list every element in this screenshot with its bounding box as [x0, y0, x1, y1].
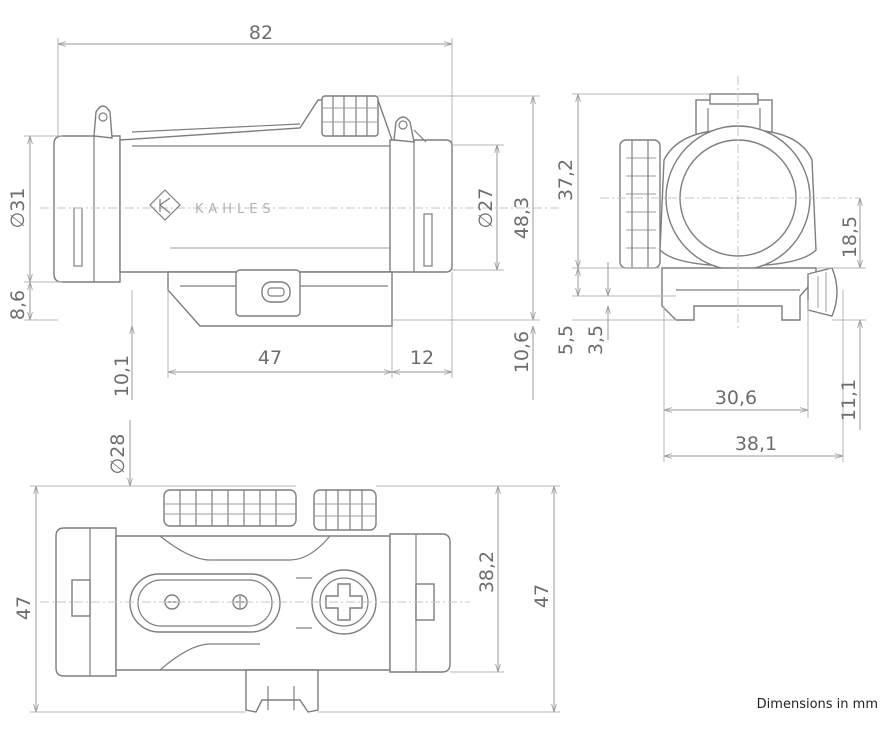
dim-eyepiece-diameter: ∅31: [7, 188, 29, 229]
front-view: 37,2 18,5 5,5 3,5 30,6 38,1 11,1: [555, 76, 866, 462]
dim-top-width-inner: 38,2: [476, 551, 498, 593]
dim-axis-height: 18,5: [839, 216, 861, 258]
dim-total-height-side: 48,3: [511, 197, 533, 239]
dim-top-width-left: 47: [13, 596, 35, 620]
dim-turret-diameter: ∅28: [107, 434, 129, 475]
eyepiece-latch: [93, 105, 113, 139]
units-note: Dimensions in mm: [756, 697, 878, 712]
elevation-turret: [321, 95, 379, 137]
eyepiece-cap: [53, 135, 121, 283]
dim-total-width: 38,1: [735, 433, 777, 455]
dim-mount-width: 30,6: [715, 387, 757, 409]
dim-mount-offset: 10,1: [111, 355, 133, 397]
phillips-icon: [325, 583, 363, 621]
scope-body: [119, 99, 393, 273]
dim-offset-left: 8,6: [7, 290, 29, 320]
dim-mount-length: 47: [258, 347, 282, 369]
top-view: ∅28 47 38,2 47: [13, 420, 560, 713]
objective-cap: [389, 139, 453, 273]
top-mount-lever: [245, 669, 319, 713]
side-view: 82 KAH: [7, 22, 560, 400]
dim-overall-length: 82: [249, 22, 273, 44]
dim-rail-height: 10,6: [511, 331, 533, 373]
dim-rear-offset: 12: [410, 347, 434, 369]
windage-turret: [619, 139, 661, 269]
front-mount: [661, 267, 817, 321]
kahles-logo-icon: [149, 189, 181, 221]
dim-rail-b: 3,5: [585, 325, 607, 355]
dim-front-height: 37,2: [555, 159, 577, 201]
battery-cover: [129, 573, 281, 633]
dim-objective-diameter: ∅27: [475, 188, 497, 229]
top-small-turret: [313, 489, 377, 531]
brand-name: KAHLES: [195, 202, 276, 217]
top-big-turret: [163, 489, 297, 527]
dim-top-width-right: 47: [531, 584, 553, 608]
dim-rail-depth: 11,1: [838, 379, 860, 421]
dim-rail-a: 5,5: [555, 325, 577, 355]
mount-lever: [807, 267, 838, 317]
